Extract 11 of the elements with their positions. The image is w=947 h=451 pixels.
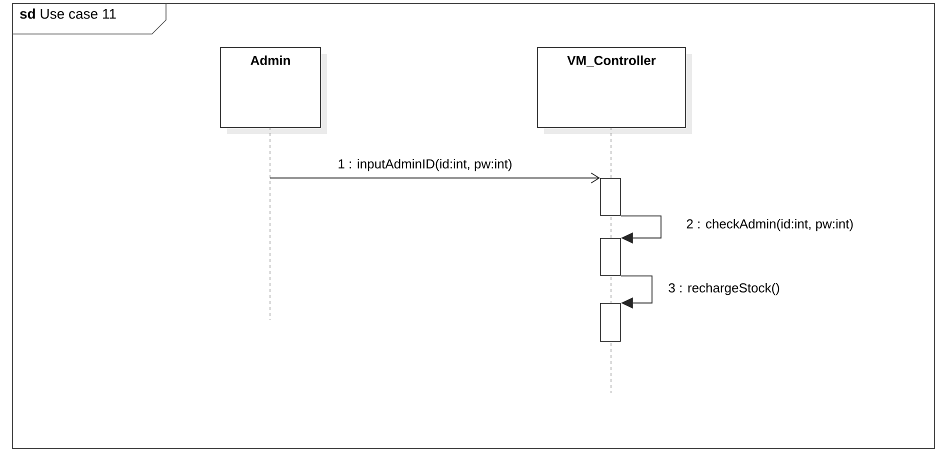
activation-bar	[600, 238, 621, 276]
message-arrow	[270, 172, 600, 184]
message-label: 1 : inputAdminID(id:int, pw:int)	[336, 158, 514, 172]
message-arrow	[620, 215, 662, 244]
activation-bar	[600, 178, 621, 216]
message-arrow	[620, 275, 652, 309]
message-label: 2 : checkAdmin(id:int, pw:int)	[685, 218, 855, 232]
activation-bar	[600, 303, 621, 342]
message-label: 3 : rechargeStock()	[667, 282, 781, 296]
lifeline-head: Admin	[220, 47, 327, 134]
lifeline-head: VM_Controller	[537, 47, 692, 134]
